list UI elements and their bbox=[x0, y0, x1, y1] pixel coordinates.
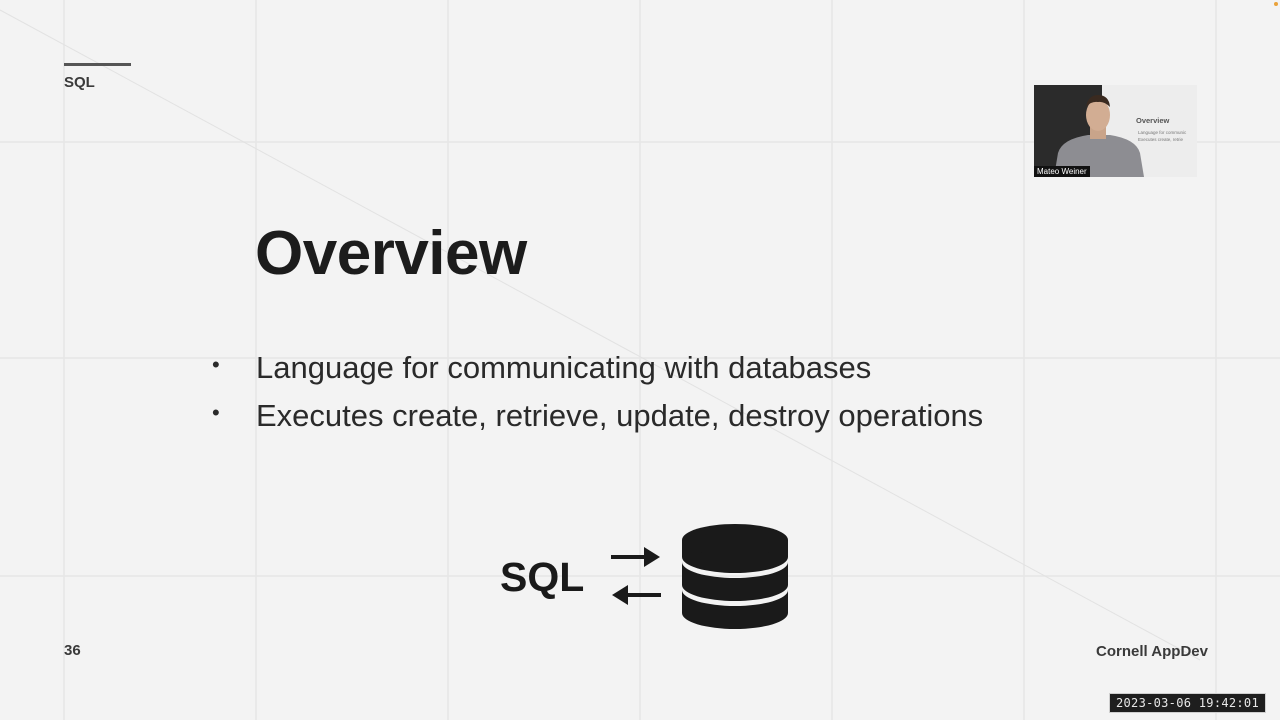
bullet-text: Language for communicating with database… bbox=[256, 350, 872, 385]
webcam-slide-line: Executes create, retrie bbox=[1138, 137, 1184, 142]
sql-database-diagram: SQL bbox=[498, 520, 798, 640]
webcam-thumbnail[interactable]: Overview Language for communic Executes … bbox=[1034, 85, 1197, 177]
bullet-text: Executes create, retrieve, update, destr… bbox=[256, 398, 984, 433]
footer-brand: Cornell AppDev bbox=[1096, 643, 1208, 660]
page-number: 36 bbox=[64, 642, 81, 659]
section-rule bbox=[64, 63, 131, 66]
section-label: SQL bbox=[64, 74, 95, 91]
presenter-figure bbox=[1054, 95, 1144, 177]
bullet-dot-icon: • bbox=[212, 352, 220, 377]
diagram-sql-label: SQL bbox=[500, 554, 585, 600]
arrow-left-icon bbox=[612, 585, 661, 605]
presenter-name-tag: Mateo Weiner bbox=[1034, 166, 1090, 177]
arrow-right-icon bbox=[611, 547, 660, 567]
bullet-dot-icon: • bbox=[212, 400, 220, 425]
webcam-slide-title: Overview bbox=[1136, 116, 1170, 125]
recording-timestamp: 2023-03-06 19:42:01 bbox=[1109, 693, 1266, 713]
exchange-arrows bbox=[611, 547, 661, 605]
webcam-slide-line: Language for communic bbox=[1138, 130, 1187, 135]
slide-title: Overview bbox=[255, 219, 527, 288]
database-icon bbox=[682, 524, 788, 629]
